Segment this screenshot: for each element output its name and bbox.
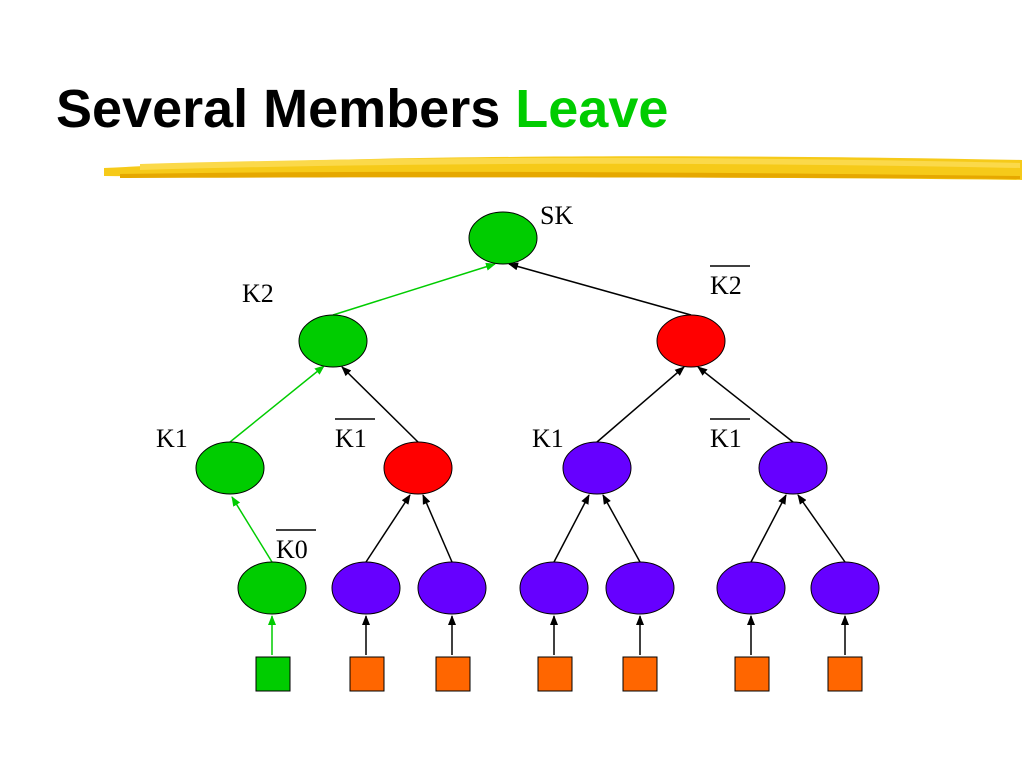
leaf-node: [605, 561, 675, 615]
tree-edge-arrow: [365, 494, 411, 563]
leaf-node: [716, 561, 786, 615]
tree-edge-arrow: [422, 494, 453, 563]
member-square: [537, 656, 573, 692]
leaf-node: [810, 561, 880, 615]
member-square: [255, 656, 291, 692]
tree-edge-arrow: [750, 494, 787, 563]
title-underline-brush: [104, 156, 1022, 180]
label-k2-right: K2: [710, 271, 742, 300]
member-square: [827, 656, 863, 692]
tree-edge-arrow: [508, 262, 692, 316]
node-k1-c: [562, 441, 632, 495]
key-path-arrow: [229, 365, 325, 443]
tree-edge-arrow: [797, 494, 846, 563]
title-main: Several Members: [56, 79, 501, 139]
root-node-sk: [468, 211, 538, 265]
key-labels: SK K2 K2 K1 K1 K1 K1 K0: [156, 201, 750, 564]
node-k2-left: [298, 314, 368, 368]
node-k0: [237, 561, 307, 615]
leaf-node: [331, 561, 401, 615]
tree-edge-arrow: [602, 494, 641, 563]
node-k2-right: [656, 314, 726, 368]
member-square: [734, 656, 770, 692]
key-path-arrow: [231, 496, 273, 563]
member-squares: [255, 656, 863, 692]
node-k1-d: [758, 441, 828, 495]
member-square: [435, 656, 471, 692]
key-path-arrow: [332, 262, 496, 316]
tree-edge-arrow: [596, 366, 685, 443]
label-sk: SK: [540, 201, 573, 230]
label-k1-c: K1: [532, 424, 564, 453]
leaf-node: [417, 561, 487, 615]
label-k1-d: K1: [710, 424, 742, 453]
title-accent: Leave: [515, 79, 669, 139]
member-square: [349, 656, 385, 692]
label-k2-left: K2: [242, 279, 274, 308]
tree-nodes: [195, 211, 880, 615]
label-k1-b: K1: [335, 424, 367, 453]
tree-edge-arrow: [341, 366, 419, 443]
node-k1-a: [195, 441, 265, 495]
slide-title: Several Members Leave: [56, 82, 668, 136]
member-square: [622, 656, 658, 692]
tree-edge-arrow: [697, 366, 794, 443]
tree-edges: [229, 262, 849, 655]
node-k1-b: [383, 441, 453, 495]
label-k0: K0: [276, 535, 308, 564]
leaf-node: [519, 561, 589, 615]
label-k1-a: K1: [156, 424, 188, 453]
tree-edge-arrow: [553, 494, 590, 563]
